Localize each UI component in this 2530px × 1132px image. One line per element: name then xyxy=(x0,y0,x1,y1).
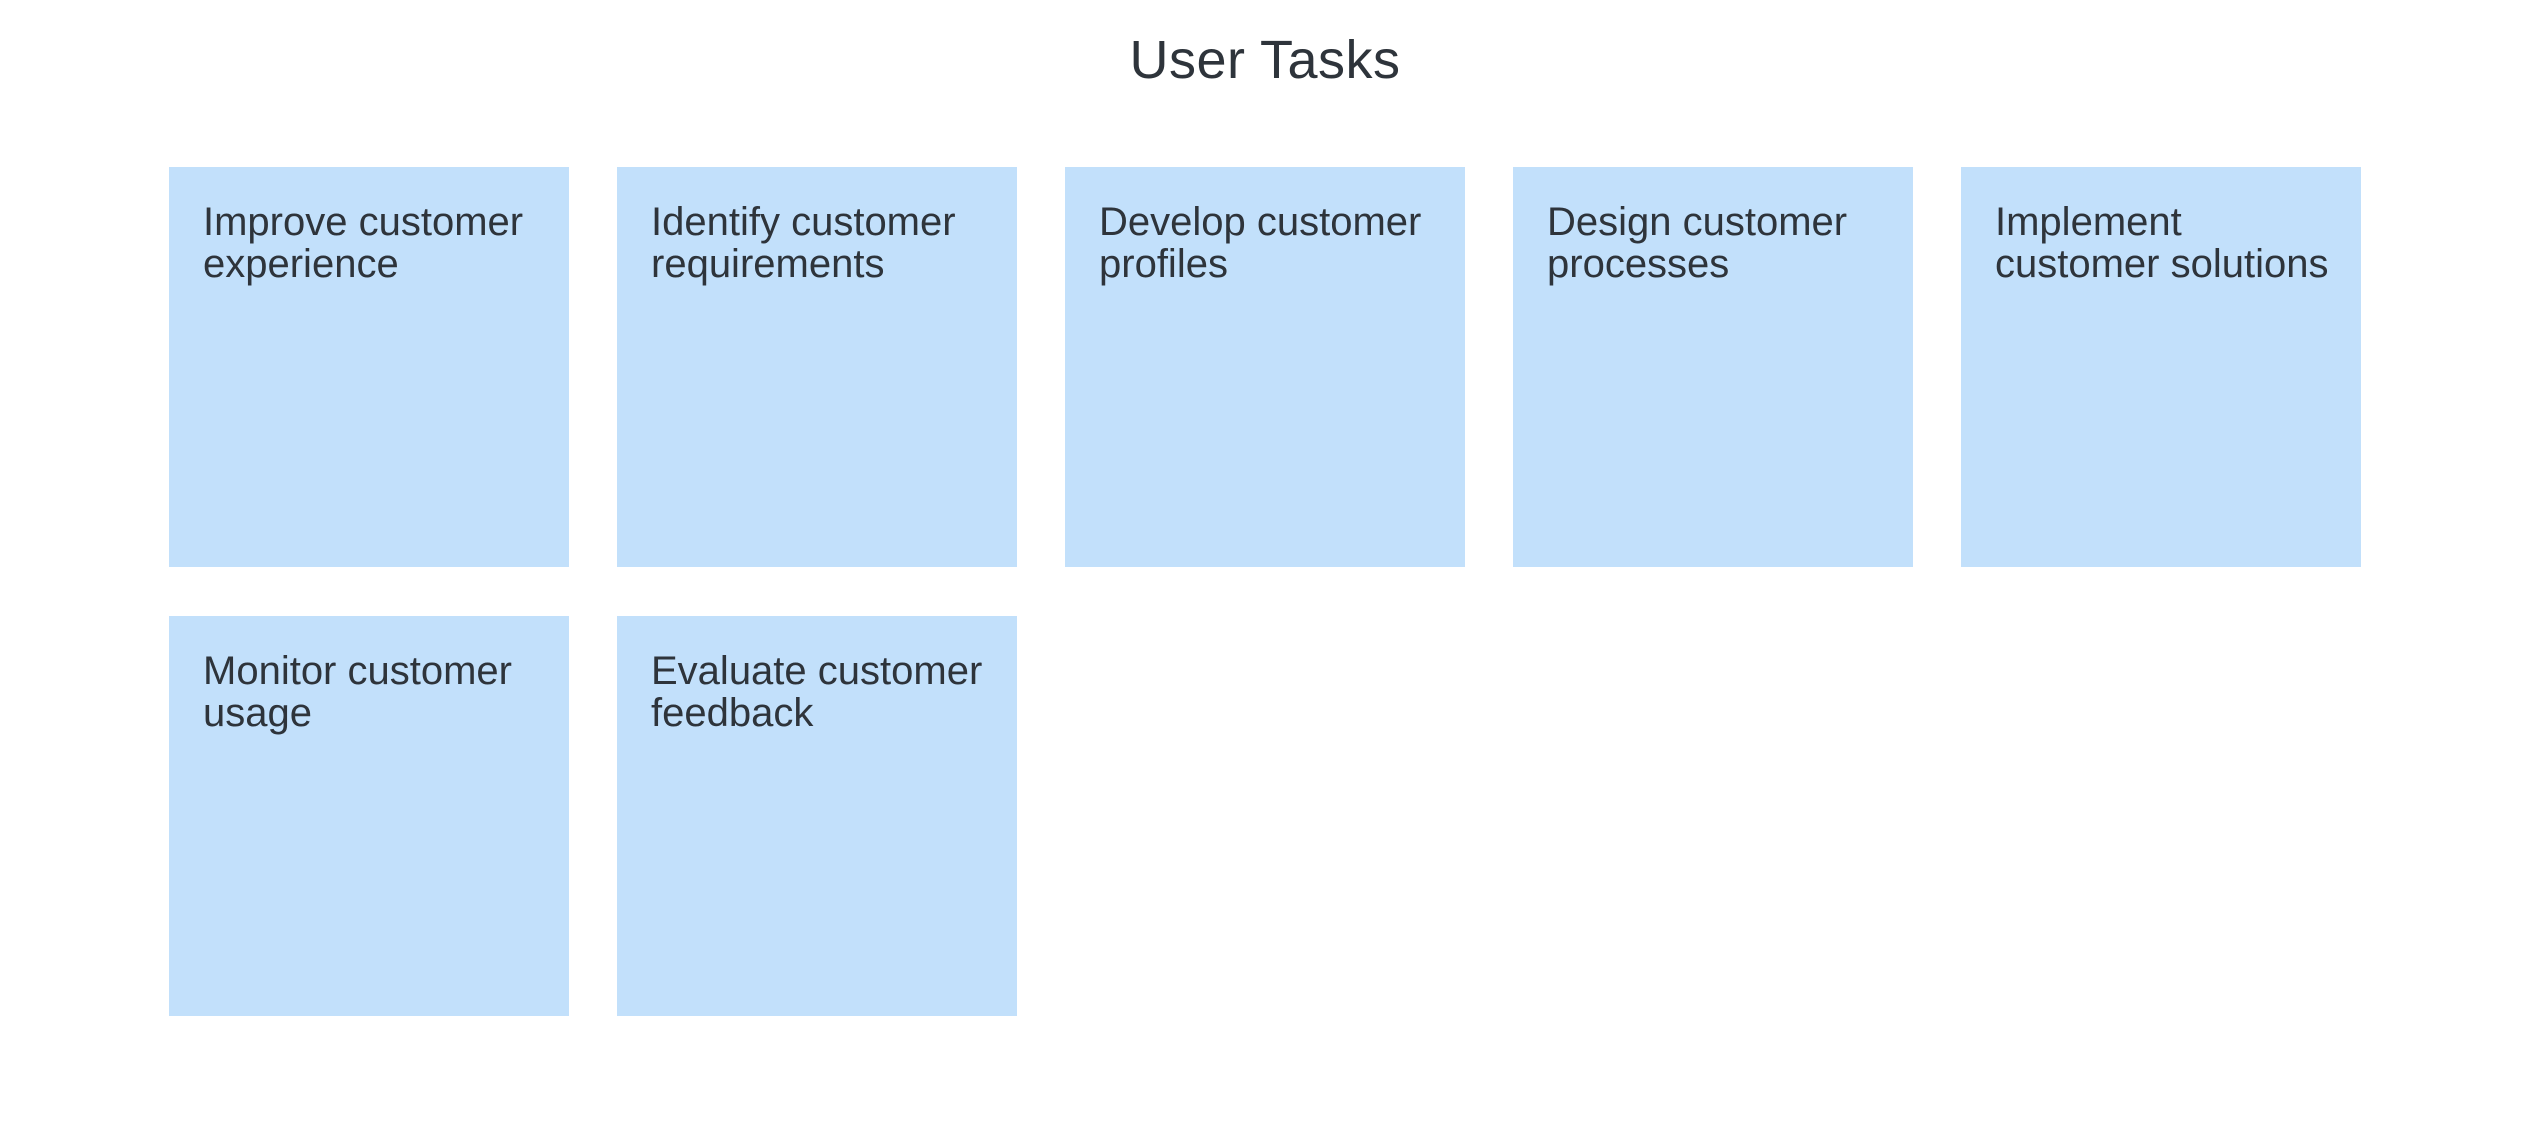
task-card[interactable]: Design customer processes xyxy=(1513,166,1913,567)
task-card-label: Design customer processes xyxy=(1547,199,1848,286)
task-card-label: Improve customer experience xyxy=(203,199,524,286)
page-title: User Tasks xyxy=(1129,30,1401,90)
task-card-label: Identify customer requirements xyxy=(651,199,956,286)
task-card-label: Develop customer profiles xyxy=(1099,199,1422,286)
task-card[interactable]: Improve customer experience xyxy=(169,166,569,567)
task-card[interactable]: Develop customer profiles xyxy=(1065,166,1465,567)
task-card-label: Implement customer solutions xyxy=(1995,199,2329,286)
whiteboard-canvas: User Tasks Improve customer experience I… xyxy=(0,28,2530,1132)
task-card[interactable]: Monitor customer usage xyxy=(169,615,569,1016)
task-card-label: Monitor customer usage xyxy=(203,648,512,735)
task-card[interactable]: Implement customer solutions xyxy=(1961,166,2361,567)
task-card[interactable]: Evaluate customer feedback xyxy=(617,615,1017,1016)
task-grid: Improve customer experience Identify cus… xyxy=(169,166,2361,1016)
task-card-label: Evaluate customer feedback xyxy=(651,648,983,735)
task-card[interactable]: Identify customer requirements xyxy=(617,166,1017,567)
